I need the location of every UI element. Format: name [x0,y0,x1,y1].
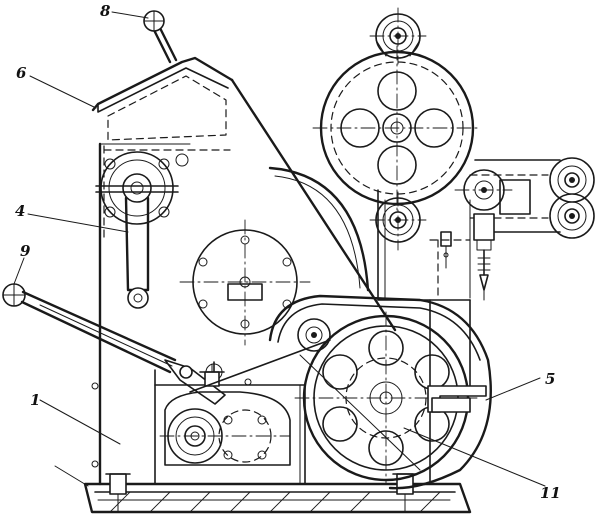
top-roller [369,7,427,65]
central-flange [179,219,311,346]
anchor-bolt-left [105,473,131,513]
gauge [429,231,471,301]
lever-long [2,283,226,405]
crank-arm [95,151,189,309]
dashed-housing-line [103,145,231,241]
spindle [469,199,495,301]
hopper-cover [91,56,234,141]
flywheel-arc [268,166,370,292]
callout-4: 4 [15,202,25,220]
leader-lines [13,11,546,487]
callout-9: 9 [20,242,31,260]
callout-8: 8 [100,2,111,20]
callout-1: 1 [30,391,40,409]
callout-5: 5 [545,370,555,388]
lower-upper-roller [369,191,427,251]
callout-6: 6 [16,64,27,82]
base-frame [54,465,472,514]
gearbox [159,391,291,466]
callout-11: 11 [540,484,561,502]
drive-wheel-housing [268,294,492,490]
upper-frame [377,189,471,301]
upper-wheel [312,45,482,213]
lever-top [143,10,178,64]
belt-upper [189,339,331,393]
wheel-clamp [427,385,487,413]
